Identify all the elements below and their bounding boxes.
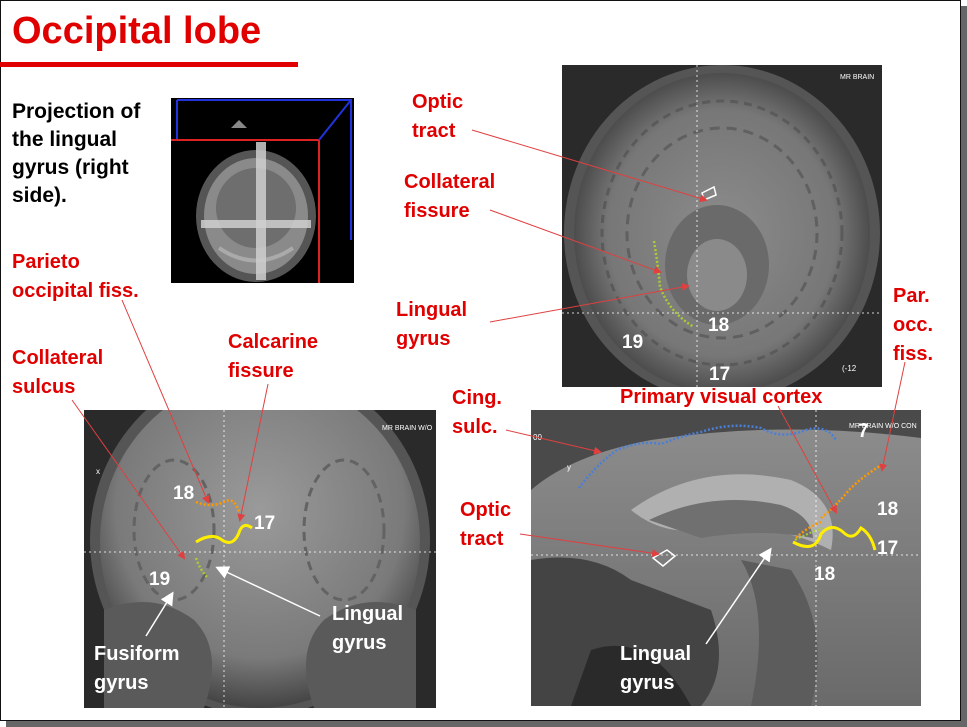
slide-description: Projection of the lingual gyrus (right s… xyxy=(12,100,141,207)
label-optic-tract-axial: Optic tract xyxy=(412,91,464,142)
title-underline xyxy=(0,62,298,67)
arrow-lingual-gyrus-axial xyxy=(489,283,690,323)
arrow-collateral-fissure xyxy=(489,209,662,274)
area-number: 18 xyxy=(877,499,899,520)
sagittal-tag: MR BRAIN W/O CON xyxy=(849,423,917,430)
area-number: 17 xyxy=(709,364,731,385)
label-calcarine: Calcarine fissure xyxy=(228,331,319,382)
label-optic-tract-sagittal: Optic tract xyxy=(460,499,512,550)
coronal-mri-image: x MR BRAIN W/O xyxy=(84,410,436,708)
area-number: 19 xyxy=(149,569,171,590)
area-number: 19 xyxy=(622,332,644,353)
svg-text:x: x xyxy=(96,467,100,476)
axial-coord: (-12 xyxy=(842,364,857,373)
label-cing-sulc: Cing. sulc. xyxy=(452,387,502,438)
label-fusiform-gyrus: Fusiform gyrus xyxy=(94,643,180,694)
arrow-collateral-sulcus xyxy=(71,399,186,560)
label-lingual-gyrus-sagittal: Lingual gyrus xyxy=(620,643,692,694)
coronal-3d-inset xyxy=(171,98,354,283)
coronal-3d-inset-image xyxy=(171,99,352,283)
coronal-mri-panel: x MR BRAIN W/O xyxy=(84,410,436,708)
label-lingual-gyrus-axial: Lingual gyrus xyxy=(396,299,468,350)
arrow-lingual-gyrus-sag xyxy=(705,547,772,645)
label-par-occ-fiss: Par. occ. fiss. xyxy=(893,285,934,365)
arrow-fusiform xyxy=(145,591,174,637)
arrow-primary-visual xyxy=(777,405,837,514)
label-parieto-occipital: Parieto occipital fiss. xyxy=(12,251,139,302)
arrow-parieto-occipital xyxy=(121,299,210,504)
arrow-cing-sulc xyxy=(505,429,602,455)
arrow-calcarine xyxy=(237,383,269,522)
label-collateral-fissure: Collateral fissure xyxy=(404,171,496,222)
label-collateral-sulcus: Collateral sulcus xyxy=(12,347,104,398)
arrow-optic-tract-axial xyxy=(471,129,708,203)
svg-text:y: y xyxy=(567,463,571,472)
arrow-par-occ-fiss xyxy=(879,361,906,472)
area-number: 18 xyxy=(708,315,730,336)
sagittal-mri-panel: y 00 MR BRAIN W/O CON xyxy=(531,410,921,706)
area-number: 18 xyxy=(173,483,195,504)
label-lingual-gyrus-coronal: Lingual gyrus xyxy=(332,603,404,654)
label-primary-visual: Primary visual cortex xyxy=(620,386,823,408)
area-number: 18 xyxy=(814,564,836,585)
area-number: 17 xyxy=(254,513,276,534)
coronal-tag: MR BRAIN W/O xyxy=(382,425,433,432)
area-number: 17 xyxy=(877,538,899,559)
axial-mri-panel: MR BRAIN (-12 xyxy=(562,65,882,387)
axial-tag: MR BRAIN xyxy=(840,74,874,81)
axial-mri-image: MR BRAIN (-12 xyxy=(562,65,882,387)
arrow-optic-tract-sag xyxy=(519,533,660,558)
area-number: 7 xyxy=(858,421,869,442)
slide-title: Occipital lobe xyxy=(12,10,262,52)
arrow-lingual-gyrus-coronal xyxy=(215,566,321,617)
sagittal-mri-image: y 00 MR BRAIN W/O CON xyxy=(531,410,921,706)
